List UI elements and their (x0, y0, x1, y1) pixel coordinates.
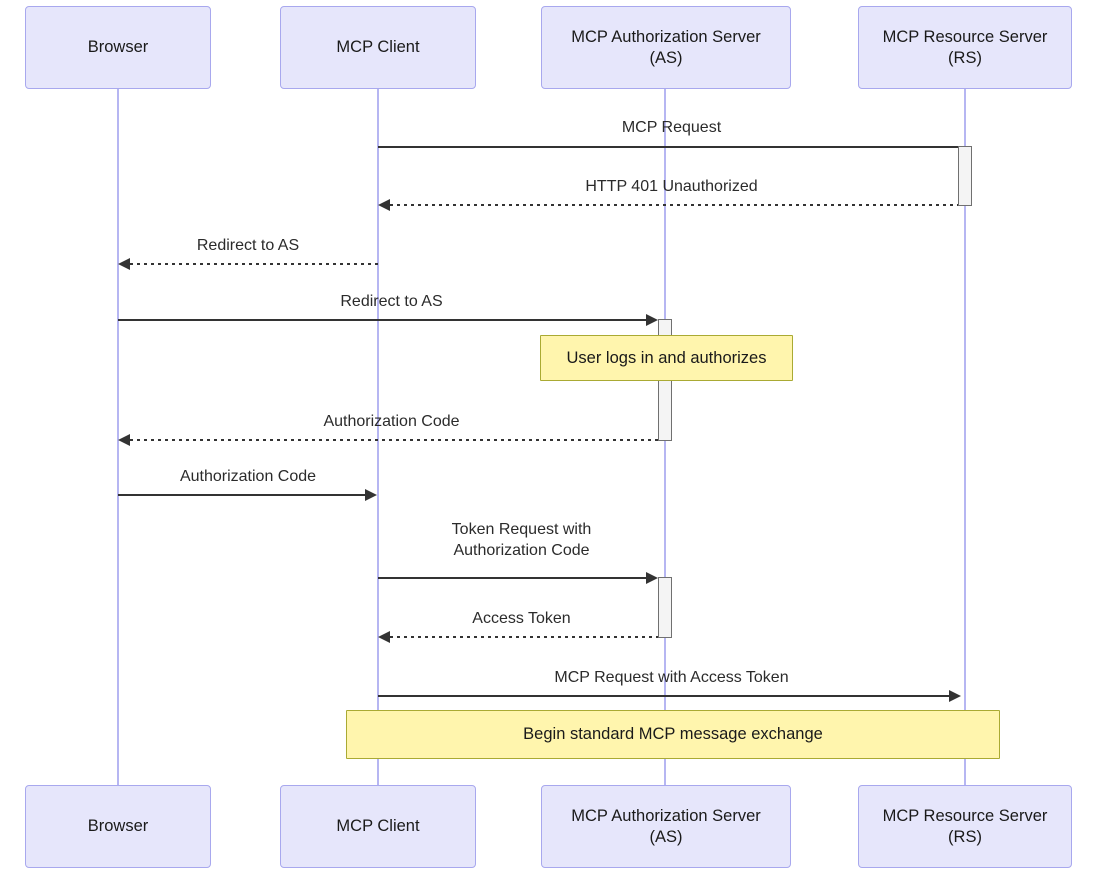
arrowhead-left-icon (118, 258, 130, 270)
actor-bottom-mcp-rs: MCP Resource Server (RS) (858, 785, 1072, 868)
message-line (390, 204, 958, 206)
arrowhead-left-icon (118, 434, 130, 446)
arrowhead-right-icon (646, 572, 658, 584)
message-line (118, 494, 366, 496)
arrowhead-left-icon (378, 631, 390, 643)
message-line (378, 695, 950, 697)
message-label: MCP Request with Access Token (554, 669, 789, 686)
note-user-login: User logs in and authorizes (540, 335, 793, 381)
arrowhead-right-icon (949, 690, 961, 702)
message-label: Authorization Code (179, 468, 317, 485)
actor-top-mcp-client: MCP Client (280, 6, 476, 89)
actor-top-mcp-as: MCP Authorization Server (AS) (541, 6, 791, 89)
actor-label: MCP Authorization Server (571, 806, 761, 825)
note-begin-exchange: Begin standard MCP message exchange (346, 710, 1000, 759)
actor-label: MCP Resource Server (882, 806, 1048, 825)
message-label: Redirect to AS (196, 237, 300, 254)
message-label: MCP Request (621, 119, 722, 136)
message-line (378, 146, 958, 148)
activation-mcp-as-2 (658, 577, 672, 638)
message-label: Token Request with Authorization Code (378, 520, 665, 562)
message-label: Access Token (472, 610, 571, 627)
actor-label: Browser (87, 817, 149, 836)
actor-label: MCP Authorization Server (571, 27, 761, 46)
lifeline-mcp-client (377, 89, 379, 785)
message-label-line2: Authorization Code (453, 541, 590, 559)
lifeline-mcp-rs (964, 89, 966, 785)
actor-label: MCP Resource Server (882, 27, 1048, 46)
message-label-line1: Token Request with (451, 521, 592, 538)
activation-mcp-rs (958, 146, 972, 206)
actor-bottom-mcp-as: MCP Authorization Server (AS) (541, 785, 791, 868)
arrowhead-right-icon (646, 314, 658, 326)
actor-sublabel: (RS) (948, 48, 982, 67)
actor-label: MCP Client (336, 817, 420, 836)
actor-bottom-mcp-client: MCP Client (280, 785, 476, 868)
actor-bottom-browser: Browser (25, 785, 211, 868)
actor-sublabel: (AS) (649, 48, 683, 67)
actor-label: MCP Client (336, 38, 420, 57)
message-label: HTTP 401 Unauthorized (585, 178, 758, 195)
message-label: Authorization Code (323, 413, 460, 430)
arrowhead-right-icon (365, 489, 377, 501)
actor-sublabel: (AS) (649, 827, 683, 846)
actor-top-browser: Browser (25, 6, 211, 89)
message-line (118, 319, 647, 321)
message-line (130, 439, 659, 441)
message-line (390, 636, 659, 638)
message-line (378, 577, 647, 579)
arrowhead-left-icon (378, 199, 390, 211)
actor-top-mcp-rs: MCP Resource Server (RS) (858, 6, 1072, 89)
actor-label: Browser (87, 38, 149, 57)
actor-sublabel: (RS) (948, 827, 982, 846)
message-label: Redirect to AS (340, 293, 443, 310)
message-line (130, 263, 378, 265)
